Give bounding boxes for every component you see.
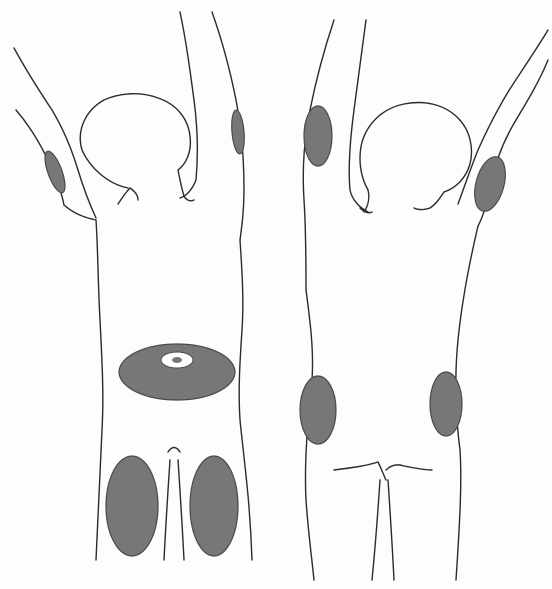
- front-upper-arm-right-site: [230, 110, 246, 155]
- front-inner-leg-right: [178, 460, 184, 560]
- front-thigh-left-site: [106, 456, 158, 556]
- front-left-arm-outer: [14, 48, 96, 218]
- front-right-arm-inner: [180, 12, 197, 198]
- front-torso-right: [239, 240, 252, 560]
- back-buttock-crease: [334, 462, 432, 480]
- back-inner-leg-left: [372, 480, 380, 580]
- back-buttock-left-site: [300, 376, 336, 444]
- front-inner-leg-left: [164, 460, 170, 560]
- navel-center: [172, 357, 182, 363]
- back-upper-arm-right-site: [469, 153, 511, 214]
- front-crotch: [168, 448, 180, 453]
- front-upper-arm-left-site: [41, 149, 69, 195]
- back-inner-leg-right: [388, 480, 394, 580]
- back-head-outline: [360, 103, 472, 192]
- front-neck-left: [118, 188, 138, 204]
- back-buttock-right-site: [430, 372, 462, 436]
- back-upper-arm-left-site: [304, 106, 332, 166]
- back-neck-left: [360, 190, 372, 213]
- front-neck-right: [178, 170, 194, 201]
- back-neck-right: [414, 192, 444, 210]
- back-figure: [300, 20, 548, 580]
- front-torso-left: [64, 205, 103, 560]
- front-left-arm-inner: [16, 110, 64, 205]
- front-head-outline: [80, 94, 190, 188]
- front-thigh-right-site: [190, 456, 238, 556]
- front-figure: [14, 12, 252, 560]
